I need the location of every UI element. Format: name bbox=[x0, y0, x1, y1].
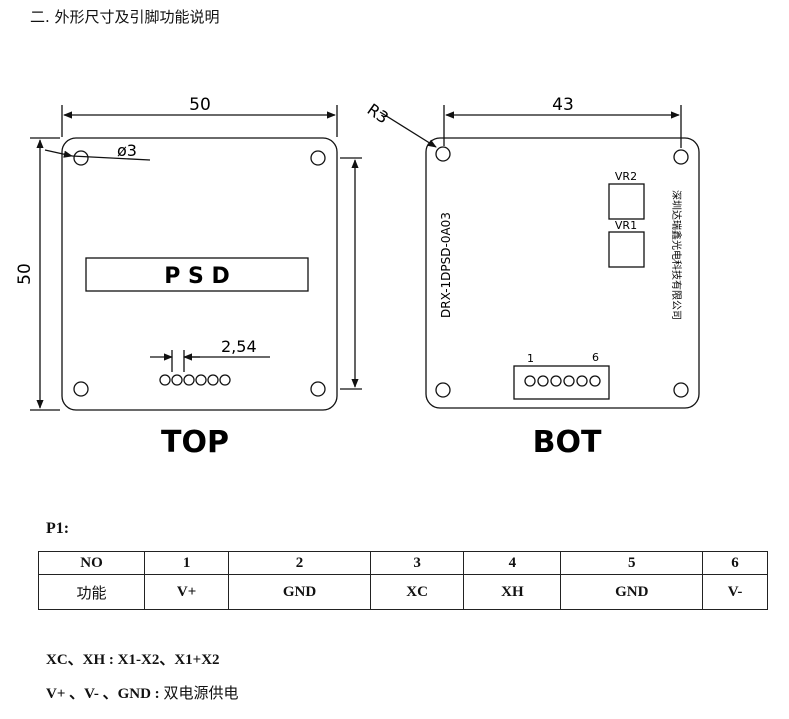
psd-window bbox=[85, 257, 309, 292]
bot-width-dim: 43 bbox=[552, 95, 574, 115]
vr1-label: VR1 bbox=[615, 219, 637, 232]
top-board-outline bbox=[61, 137, 338, 411]
table-cell: GND bbox=[560, 574, 704, 610]
section-title: 二. 外形尺寸及引脚功能说明 bbox=[30, 8, 220, 26]
power-note-lead: V+ 、V- 、GND : bbox=[46, 686, 164, 702]
connector-housing bbox=[513, 365, 610, 400]
top-view bbox=[30, 105, 362, 411]
table-cell: 3 bbox=[369, 551, 465, 575]
vr2-pad bbox=[608, 183, 645, 220]
hole-diameter-dim: ø3 bbox=[117, 141, 137, 160]
mounting-hole bbox=[73, 381, 89, 397]
table-cell: 6 bbox=[702, 551, 768, 575]
mounting-hole bbox=[310, 150, 326, 166]
signal-note-text: XC、XH : X1-X2、X1+X2 bbox=[46, 652, 220, 668]
pin-pitch-dim: 2,54 bbox=[221, 337, 257, 356]
signal-note: XC、XH : X1-X2、X1+X2 bbox=[46, 648, 220, 669]
model-number-text: DRX-1DPSD-0A03 bbox=[439, 212, 453, 318]
table-row: 功能 V+ GND XC XH GND V- bbox=[38, 574, 768, 610]
bot-view-label: BOT bbox=[533, 425, 602, 460]
vr1-pad bbox=[608, 231, 645, 268]
mounting-hole bbox=[435, 382, 451, 398]
mounting-hole bbox=[435, 146, 451, 162]
table-header-row: NO 1 2 3 4 5 6 bbox=[38, 551, 768, 575]
mounting-hole bbox=[73, 150, 89, 166]
table-cell: 功能 bbox=[38, 574, 145, 610]
company-name-text: 深圳达瑞鑫光电科技有限公司 bbox=[670, 190, 683, 320]
top-pin-header bbox=[159, 374, 231, 386]
p1-label: P1: bbox=[46, 520, 70, 537]
table-cell: XC bbox=[369, 574, 465, 610]
dimension-drawings: 50 50 ø3 2,54 P S D TOP 43 R3 VR2 VR1 1 bbox=[15, 95, 700, 460]
table-cell: V+ bbox=[143, 574, 230, 610]
table-cell: 5 bbox=[560, 551, 704, 575]
table-cell: V- bbox=[702, 574, 768, 610]
top-height-dim: 50 bbox=[15, 263, 35, 285]
bot-board-outline bbox=[425, 137, 700, 409]
mounting-hole bbox=[673, 149, 689, 165]
psd-display-text: P S D bbox=[164, 264, 230, 289]
top-width-dim: 50 bbox=[189, 95, 211, 115]
power-note: V+ 、V- 、GND : 双电源供电 bbox=[46, 682, 238, 703]
table-cell: 1 bbox=[143, 551, 230, 575]
radius-dim: R3 bbox=[364, 100, 392, 128]
bot-pin-header bbox=[524, 375, 601, 387]
table-cell: XH bbox=[463, 574, 562, 610]
pin-6-label: 6 bbox=[592, 351, 599, 364]
bot-view bbox=[379, 105, 700, 409]
mounting-hole bbox=[310, 381, 326, 397]
table-cell: 4 bbox=[463, 551, 562, 575]
table-cell: 2 bbox=[228, 551, 371, 575]
power-note-text: 双电源供电 bbox=[163, 684, 239, 702]
pin-function-table: NO 1 2 3 4 5 6 功能 V+ GND XC XH GND V- bbox=[38, 551, 768, 610]
mounting-hole bbox=[673, 382, 689, 398]
pin-1-label: 1 bbox=[527, 352, 534, 365]
top-view-label: TOP bbox=[161, 425, 229, 460]
table-cell: NO bbox=[38, 551, 145, 575]
vr2-label: VR2 bbox=[615, 170, 637, 183]
table-cell: GND bbox=[228, 574, 371, 610]
